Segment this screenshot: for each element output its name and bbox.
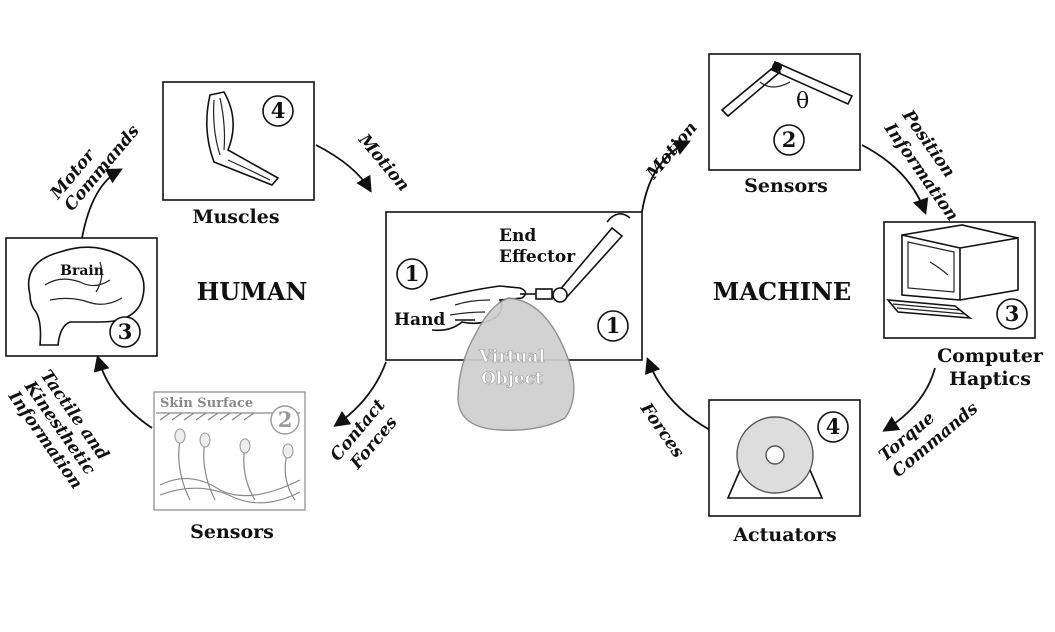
end-effector-arm bbox=[557, 226, 624, 299]
object-text: Object bbox=[481, 369, 543, 389]
actuators-node: 4 Actuators bbox=[708, 399, 861, 546]
arc-motor-commands bbox=[81, 168, 123, 239]
human-loop bbox=[81, 144, 387, 429]
arc-torque-commands bbox=[882, 367, 936, 432]
brain-num: 3 bbox=[118, 319, 133, 344]
skin-text: Skin Surface bbox=[160, 396, 253, 411]
center-num-right-circle bbox=[597, 310, 629, 342]
brain-node: Brain 3 bbox=[5, 237, 158, 357]
human-sensors-label: Sensors bbox=[190, 521, 274, 543]
motion-human-text: Motion bbox=[354, 130, 414, 196]
virtual-text: Virtual bbox=[478, 347, 546, 367]
end-text: End bbox=[499, 226, 536, 246]
arc-contact-forces bbox=[333, 361, 387, 427]
computer-num: 3 bbox=[1005, 301, 1020, 326]
center-interface: Virtual Object End Effector Hand 1 1 bbox=[385, 211, 643, 431]
skin-num: 2 bbox=[278, 407, 293, 432]
arc-motion-human bbox=[315, 144, 372, 193]
virtual-object-blob bbox=[457, 297, 575, 431]
computer-label-1: Computer bbox=[937, 345, 1044, 367]
computer-node: 3 Computer Haptics bbox=[883, 221, 1044, 390]
center-num-left-circle bbox=[396, 258, 428, 290]
effector-text: Effector bbox=[499, 247, 576, 267]
muscles-node: 4 Muscles bbox=[162, 81, 315, 228]
arc-position-info bbox=[861, 144, 929, 216]
joint-link-1 bbox=[720, 64, 782, 118]
end-effector-ball bbox=[552, 287, 568, 303]
keyboard-drawing bbox=[886, 299, 973, 320]
machine-loop bbox=[641, 140, 936, 432]
center-num-right: 1 bbox=[606, 313, 621, 338]
arc-motion-machine bbox=[641, 140, 691, 213]
actuators-num: 4 bbox=[826, 414, 841, 439]
theta-text: θ bbox=[796, 89, 809, 114]
machine-sensors-num: 2 bbox=[782, 127, 797, 152]
center-num-left: 1 bbox=[405, 261, 420, 286]
machine-sensors-node: θ 2 Sensors bbox=[708, 53, 861, 197]
machine-sensors-label: Sensors bbox=[744, 175, 828, 197]
muscles-label: Muscles bbox=[192, 206, 279, 228]
computer-label-2: Haptics bbox=[949, 368, 1031, 390]
skin-nerves bbox=[178, 439, 296, 501]
arc-tactile-info bbox=[93, 354, 153, 429]
hand-text: Hand bbox=[394, 310, 445, 330]
machine-title: MACHINE bbox=[713, 277, 851, 306]
muscles-box bbox=[162, 81, 315, 201]
brain-text: Brain bbox=[60, 263, 104, 279]
human-title: HUMAN bbox=[197, 277, 308, 306]
arc-forces-machine bbox=[645, 356, 711, 431]
muscles-num: 4 bbox=[271, 98, 286, 123]
actuators-label: Actuators bbox=[732, 524, 836, 546]
motion-machine-text: Motion bbox=[642, 118, 702, 184]
arm-muscle-drawing bbox=[206, 91, 280, 186]
skin-sensors-node: Skin Surface 2 Sensors bbox=[153, 391, 306, 543]
